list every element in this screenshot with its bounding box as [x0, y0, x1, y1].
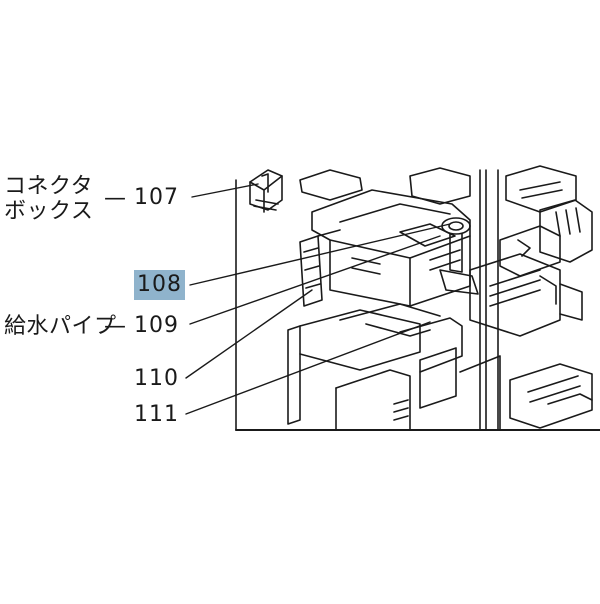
connector-box-part	[249, 169, 283, 213]
leader-110	[185, 289, 313, 379]
callout-109-dash: —	[104, 314, 127, 339]
right-assembly	[469, 253, 583, 337]
callout-110-number: 110	[134, 366, 179, 391]
callout-107-number: 107	[134, 185, 179, 210]
upper-machinery	[299, 165, 593, 277]
frame-lines	[235, 169, 600, 431]
callout-107-dash: —	[104, 186, 127, 211]
leader-107	[191, 183, 259, 198]
water-tank-part	[311, 189, 471, 307]
lower-bracket-part	[335, 347, 501, 431]
leader-lines	[185, 183, 451, 415]
callout-109-name: 給水パイプ	[4, 314, 117, 339]
filter-cartridge-part	[439, 217, 479, 295]
leader-111	[185, 321, 431, 415]
leader-108	[189, 223, 451, 286]
callout-111-number: 111	[134, 402, 179, 427]
leader-109	[189, 235, 441, 325]
callout-107-name-line-2: ボックス	[4, 199, 94, 224]
bottom-right-parts	[509, 363, 593, 429]
callout-107-name-line-1: コネクタ	[4, 174, 94, 199]
lower-unit-part	[287, 303, 463, 425]
callout-108-number: 108	[134, 270, 185, 300]
callout-109-number: 109	[134, 313, 179, 338]
